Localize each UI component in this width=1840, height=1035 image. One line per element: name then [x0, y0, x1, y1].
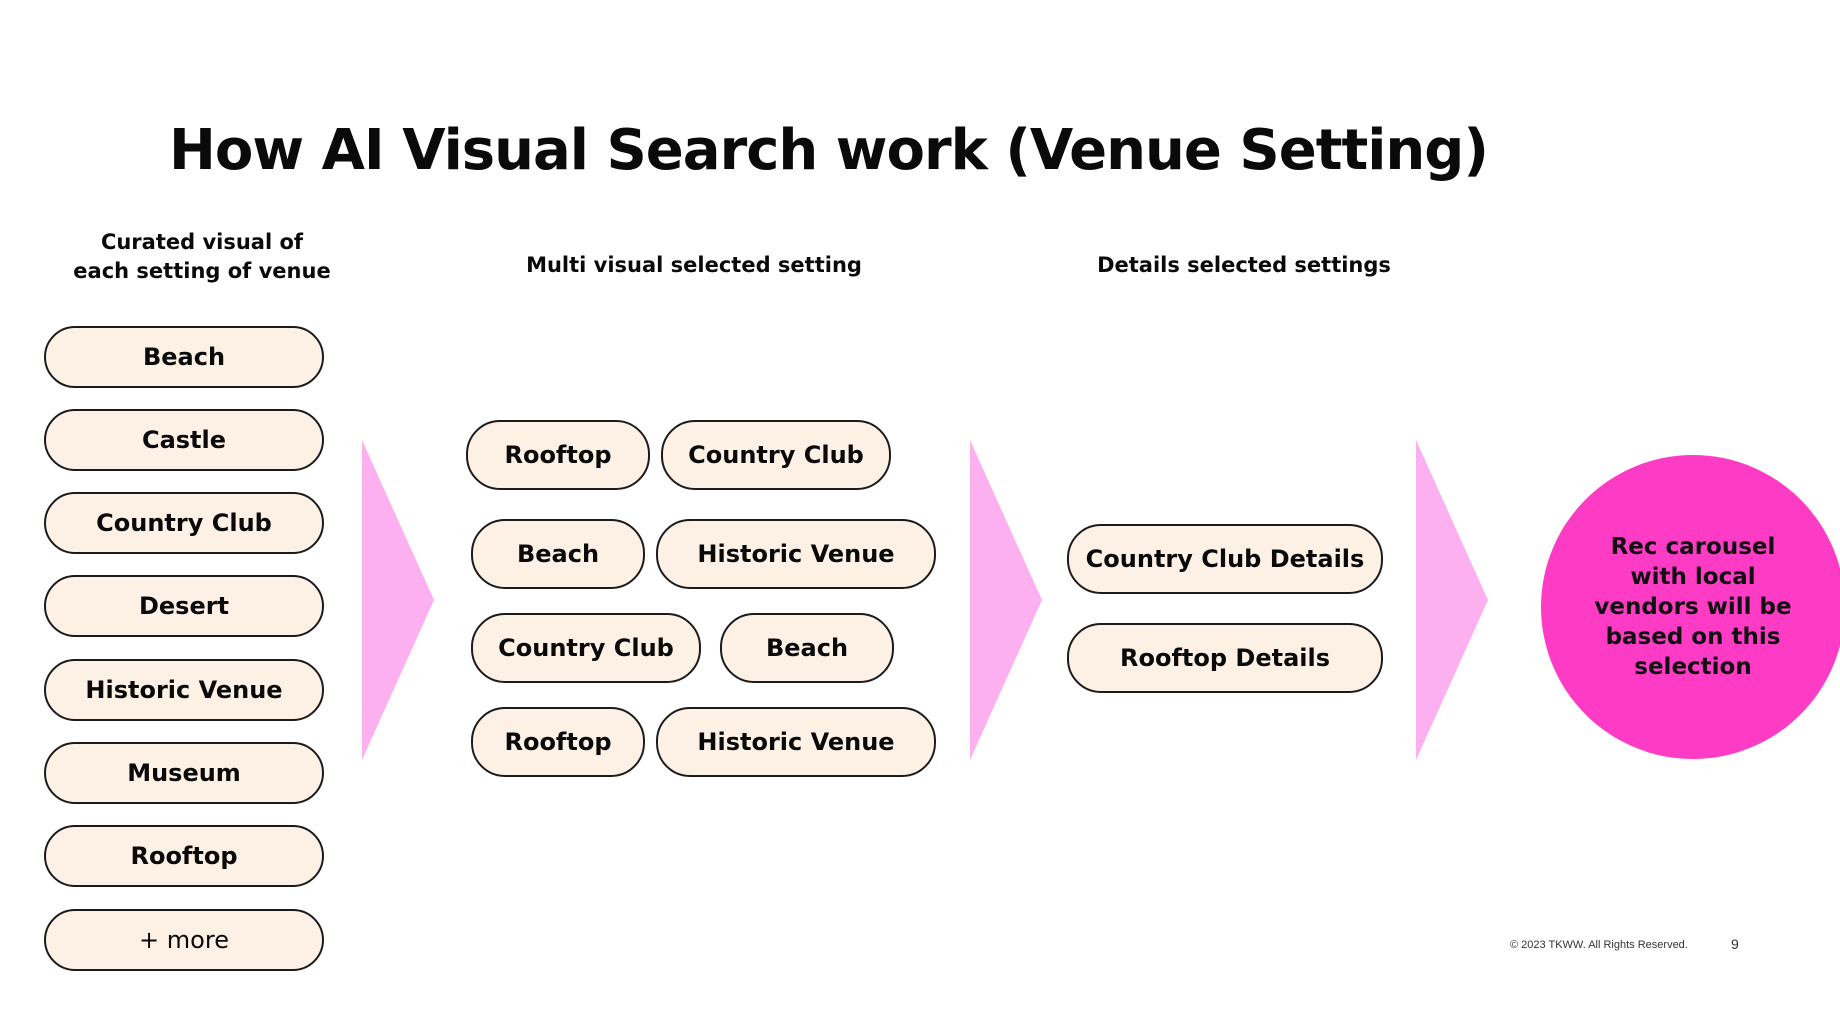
setting-pill-desert[interactable]: Desert [44, 575, 324, 637]
multi-column-heading: Multi visual selected setting [526, 253, 862, 277]
selected-pill-beach[interactable]: Beach [720, 613, 894, 683]
selected-pill-beach[interactable]: Beach [471, 519, 645, 589]
curated-column-heading: Curated visual of each setting of venue [73, 230, 331, 283]
details-pill-rooftop[interactable]: Rooftop Details [1067, 623, 1383, 693]
selected-pill-historic-venue[interactable]: Historic Venue [656, 707, 936, 777]
setting-pill-more[interactable]: + more [44, 909, 324, 971]
selected-pill-country-club[interactable]: Country Club [661, 420, 891, 490]
selected-pill-country-club[interactable]: Country Club [471, 613, 701, 683]
result-text: Rec carousel with local vendors will be … [1594, 534, 1792, 680]
footer-copyright: © 2023 TKWW. All Rights Reserved. [1510, 939, 1688, 951]
details-pill-country-club[interactable]: Country Club Details [1067, 524, 1383, 594]
slide: How AI Visual Search work (Venue Setting… [24, 0, 1840, 1012]
selected-pill-rooftop[interactable]: Rooftop [471, 707, 645, 777]
details-column-heading: Details selected settings [1097, 253, 1391, 277]
setting-pill-historic-venue[interactable]: Historic Venue [44, 659, 324, 721]
selected-pill-historic-venue[interactable]: Historic Venue [656, 519, 936, 589]
page-number: 9 [1731, 936, 1739, 952]
flow-arrow-1 [362, 440, 434, 760]
setting-pill-country-club[interactable]: Country Club [44, 492, 324, 554]
flow-arrow-2 [970, 440, 1042, 760]
setting-pill-castle[interactable]: Castle [44, 409, 324, 471]
setting-pill-museum[interactable]: Museum [44, 742, 324, 804]
slide-title: How AI Visual Search work (Venue Setting… [169, 118, 1489, 183]
selected-pill-rooftop[interactable]: Rooftop [466, 420, 650, 490]
result-circle: Rec carousel with local vendors will be … [1541, 455, 1840, 759]
setting-pill-beach[interactable]: Beach [44, 326, 324, 388]
flow-arrow-3 [1416, 440, 1488, 760]
setting-pill-rooftop[interactable]: Rooftop [44, 825, 324, 887]
